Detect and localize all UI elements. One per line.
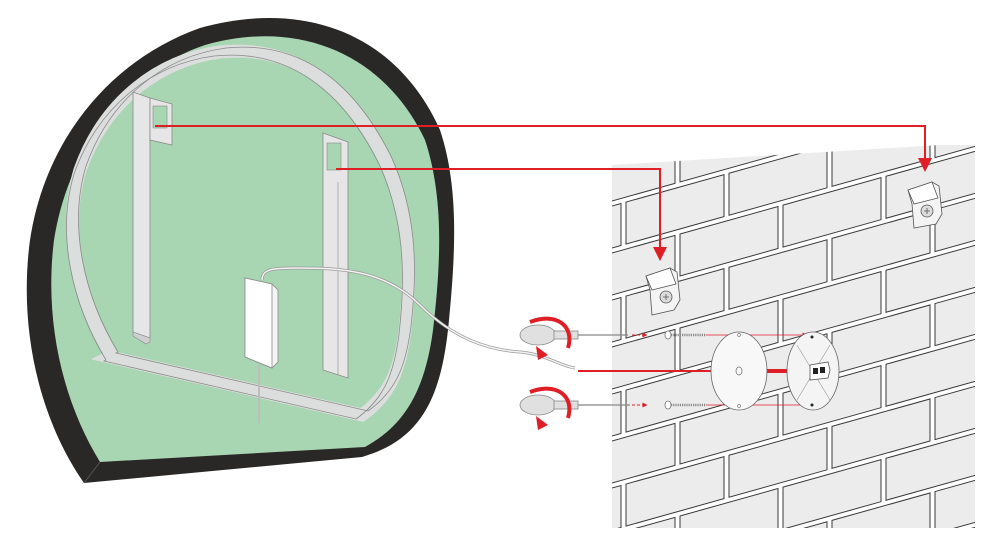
brick (934, 463, 975, 528)
brick (831, 492, 931, 528)
brick (728, 145, 828, 216)
wall-bracket-left (645, 267, 681, 316)
brick (935, 0, 1000, 64)
brick-courses (474, 0, 1000, 555)
screwdriver-top (519, 316, 628, 360)
brick (474, 76, 572, 145)
brick (989, 120, 1000, 189)
brick (612, 296, 622, 368)
brick (680, 19, 778, 88)
screw-bottom (632, 400, 808, 410)
brick (612, 202, 622, 274)
brick (474, 546, 572, 555)
brick (728, 239, 828, 310)
brick (885, 336, 975, 407)
junction-box (786, 331, 840, 411)
right-hanging-rail (322, 132, 349, 379)
brick (612, 390, 622, 462)
brick-wall (474, 0, 1000, 555)
brick (626, 551, 724, 555)
brick (625, 145, 725, 151)
arrow-left-rail-to-right-bracket (155, 125, 932, 172)
brick (782, 271, 882, 342)
brick (679, 487, 779, 528)
led-driver-box (244, 277, 279, 423)
brick (989, 496, 1000, 555)
brick (625, 173, 725, 245)
brick (989, 0, 1000, 1)
mirror-frame (66, 44, 415, 422)
brick (989, 308, 1000, 377)
brick (612, 484, 622, 528)
brick (885, 430, 975, 501)
brick (934, 275, 975, 347)
brick (782, 145, 882, 154)
brick (679, 205, 779, 277)
brick (782, 365, 882, 436)
mirror (26, 18, 576, 484)
brick (934, 145, 975, 159)
brick (782, 459, 882, 528)
arrow-right-rail-to-left-bracket (336, 168, 667, 261)
wall-bracket-right (907, 181, 943, 229)
brick (886, 55, 984, 124)
brick (783, 0, 881, 59)
brick (782, 177, 882, 248)
brick (885, 524, 975, 528)
brick (886, 0, 984, 30)
screwdriver-bottom (519, 386, 630, 430)
brick (729, 52, 827, 121)
brick (474, 264, 572, 333)
brick (934, 181, 975, 253)
brick (831, 210, 931, 282)
brick (989, 402, 1000, 471)
brick (831, 398, 931, 470)
brick (474, 358, 572, 427)
brick (934, 369, 975, 441)
brick (728, 427, 828, 498)
brick (612, 422, 676, 494)
brick (577, 47, 675, 116)
rotate-arrow-icon (529, 386, 572, 419)
brick (885, 242, 975, 313)
brick (989, 26, 1000, 95)
rotate-arrow-icon (529, 316, 572, 349)
brick (474, 452, 572, 521)
brick (989, 214, 1000, 283)
brick (612, 516, 676, 528)
left-hanging-rail (132, 91, 173, 345)
screw-top (632, 330, 808, 340)
brick (832, 23, 930, 92)
brick (474, 170, 572, 239)
brick (625, 455, 725, 527)
cover-plate (710, 331, 768, 411)
